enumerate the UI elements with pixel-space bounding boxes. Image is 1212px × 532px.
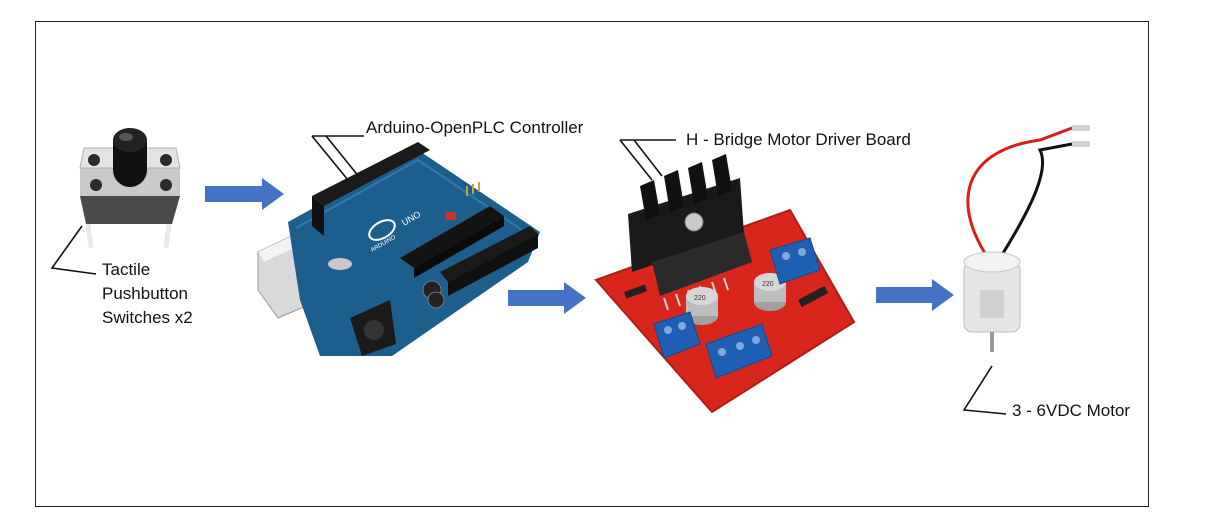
pushbutton-label: Tactile Pushbutton Switches x2 bbox=[102, 258, 193, 330]
pushbutton-label-line-1: Tactile bbox=[102, 260, 151, 279]
arduino-board-image: UNO ARDUINO bbox=[257, 142, 540, 356]
flow-arrows bbox=[205, 178, 954, 314]
tactile-switch-image bbox=[79, 128, 181, 249]
hbridge-label: H - Bridge Motor Driver Board bbox=[686, 130, 911, 149]
arrow-2 bbox=[508, 282, 586, 314]
arrow-3 bbox=[876, 279, 954, 311]
arrow-1 bbox=[205, 178, 284, 210]
diagram-frame bbox=[35, 21, 1149, 507]
motor-label: 3 - 6VDC Motor bbox=[1012, 401, 1131, 420]
pushbutton-label-line-3: Switches x2 bbox=[102, 308, 193, 327]
cap-left-value: 220 bbox=[694, 295, 706, 302]
hbridge-board-image: 220 220 bbox=[594, 154, 856, 414]
arduino-label: Arduino-OpenPLC Controller bbox=[366, 118, 584, 137]
cap-right-value: 220 bbox=[762, 281, 774, 288]
capacitor-left: 220 bbox=[686, 287, 718, 325]
pointer-lines bbox=[50, 135, 1007, 415]
heatsink bbox=[628, 154, 744, 272]
dc-motor-image bbox=[963, 125, 1090, 352]
pushbutton-label-line-2: Pushbutton bbox=[102, 284, 189, 303]
